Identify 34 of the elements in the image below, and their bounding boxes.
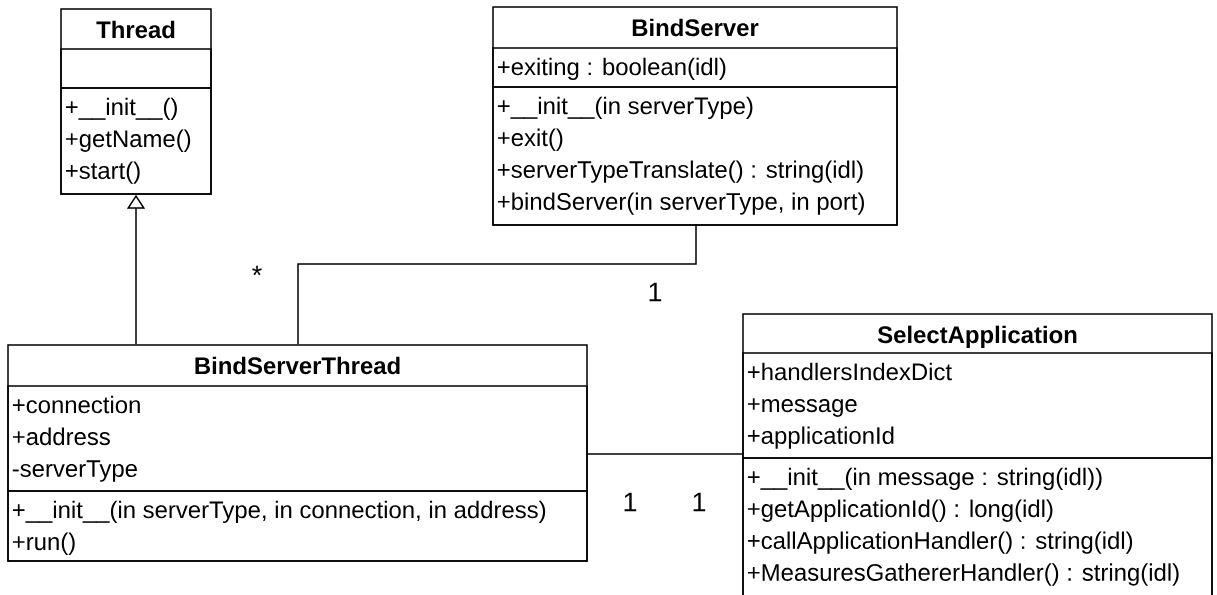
- association-line: [587, 453, 743, 455]
- member-text: +__init__(): [65, 97, 177, 120]
- method-compartment: [492, 86, 898, 226]
- method-compartment: [742, 457, 1213, 595]
- member-text: +MeasuresGathererHandler() : string(idl): [747, 563, 1179, 586]
- member-text: +handlersIndexDict: [747, 362, 952, 381]
- member-text: +callApplicationHandler() : string(idl): [747, 531, 1133, 554]
- multiplicity-label: 1: [649, 282, 662, 302]
- member-text: +run(): [12, 532, 75, 555]
- association-line: [297, 225, 697, 345]
- member-text: +exit(): [497, 128, 563, 151]
- empty-compartment: [60, 48, 212, 89]
- multiplicity-label: 1: [693, 492, 706, 512]
- method-compartment: [7, 490, 588, 562]
- member-text: +address: [12, 427, 110, 446]
- member-text: +bindServer(in serverType, in port): [497, 192, 864, 215]
- method-compartment: [60, 87, 212, 195]
- attribute-compartment: [492, 47, 898, 88]
- member-text: +connection: [12, 395, 140, 414]
- member-text: +message: [747, 398, 857, 417]
- member-text: +__init__(in serverType): [497, 96, 753, 120]
- attribute-compartment: [742, 352, 1213, 459]
- member-text: +applicationId: [747, 426, 894, 449]
- member-text: +__init__(in serverType, in connection, in address): [12, 500, 546, 524]
- member-text: +__init__(in message : string(idl)): [747, 467, 1102, 491]
- member-text: +exiting : boolean(idl): [497, 57, 726, 81]
- multiplicity-label: *: [252, 265, 262, 276]
- member-text: +getName(): [65, 129, 191, 152]
- multiplicity-label: 1: [624, 492, 637, 512]
- member-text: +getApplicationId() : long(idl): [747, 499, 1053, 522]
- member-text: +serverTypeTranslate() : string(idl): [497, 160, 863, 183]
- attribute-compartment: [7, 385, 588, 492]
- member-text: +start(): [65, 161, 140, 184]
- member-text: -serverType: [12, 460, 137, 482]
